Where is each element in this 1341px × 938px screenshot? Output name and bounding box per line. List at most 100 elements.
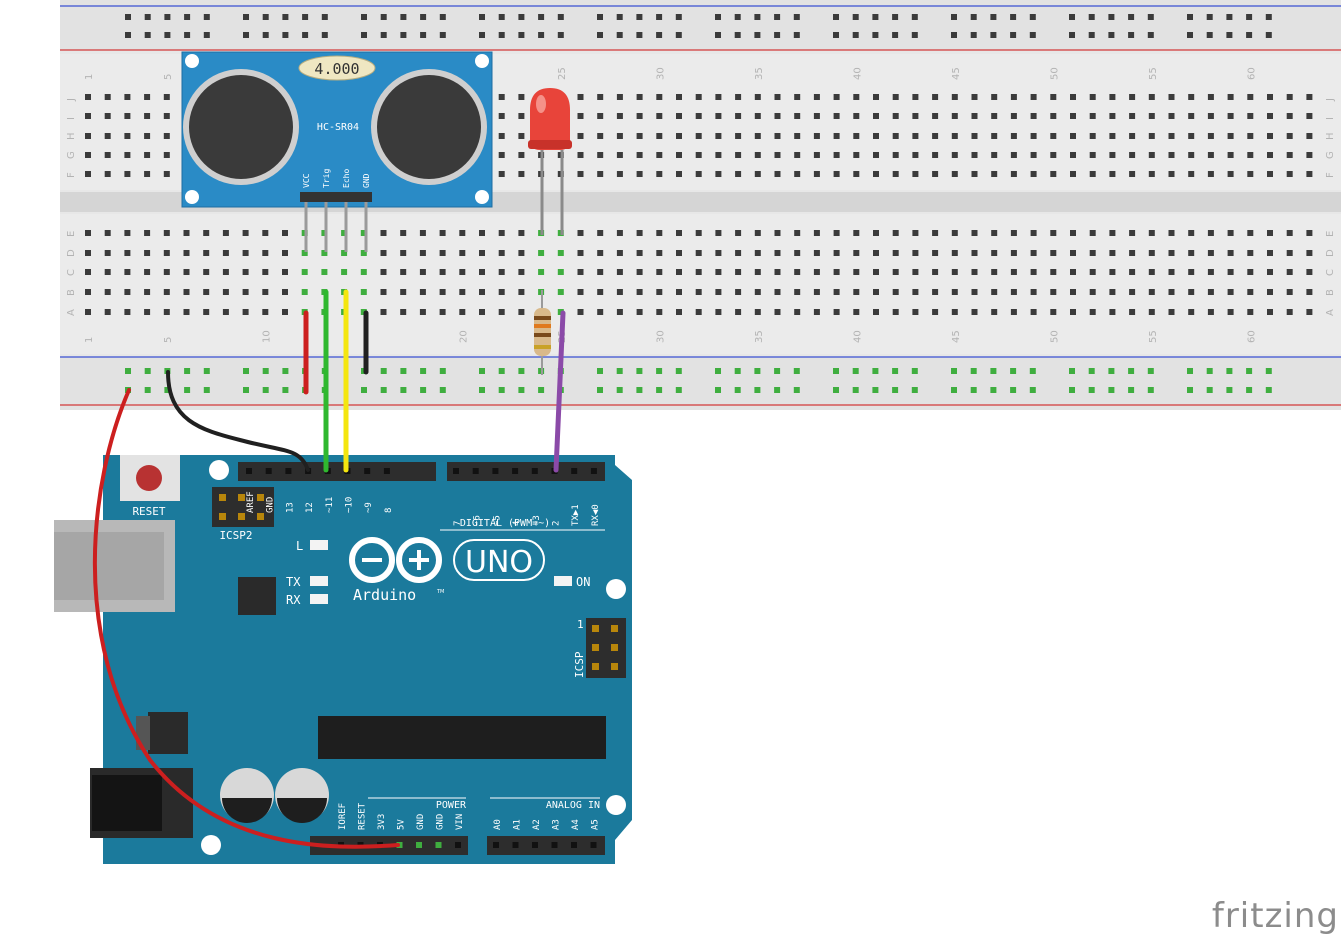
row-letter: B <box>1325 289 1336 296</box>
breadboard-hole <box>341 230 348 236</box>
rail-hole <box>715 387 721 393</box>
breadboard-hole <box>380 230 387 236</box>
breadboard-hole <box>912 152 919 158</box>
breadboard-hole <box>912 269 919 275</box>
breadboard-hole <box>951 309 958 315</box>
breadboard-hole <box>1188 269 1195 275</box>
rail-hole <box>1108 32 1115 38</box>
breadboard-hole <box>695 309 702 315</box>
led-highlight <box>536 95 546 113</box>
rail-hole <box>833 32 839 38</box>
breadboard-hole <box>104 133 111 139</box>
row-letter: E <box>66 231 77 237</box>
breadboard-hole <box>104 269 111 275</box>
rail-hole <box>1147 14 1154 20</box>
breadboard-hole <box>873 152 879 158</box>
breadboard-hole <box>636 133 643 139</box>
breadboard-hole <box>853 289 860 295</box>
rail-hole <box>243 32 249 38</box>
breadboard-hole <box>1286 133 1293 139</box>
breadboard-hole <box>498 230 505 236</box>
breadboard-hole <box>813 309 820 315</box>
breadboard-hole <box>459 250 466 256</box>
breadboard-hole <box>833 113 840 119</box>
column-number: 30 <box>655 330 666 343</box>
breadboard-hole <box>735 152 742 158</box>
voltage-regulator <box>148 712 188 754</box>
breadboard-hole <box>1010 230 1017 236</box>
sensor-pin-label: VCC <box>302 173 311 188</box>
breadboard-hole <box>1129 309 1136 315</box>
breadboard-hole <box>1070 250 1076 256</box>
analog-pin-label: A3 <box>552 819 562 830</box>
sensor-pin-label: Trig <box>322 169 331 188</box>
breadboard-hole <box>636 113 643 119</box>
breadboard-hole <box>459 289 466 295</box>
breadboard-hole <box>419 289 426 295</box>
breadboard-hole <box>577 289 584 295</box>
rail-hole <box>754 14 761 20</box>
analog-pin-label: A2 <box>532 819 542 830</box>
breadboard-hole <box>656 289 663 295</box>
breadboard-hole <box>1286 289 1293 295</box>
breadboard-hole <box>183 309 190 315</box>
capacitor-stripe <box>222 798 272 823</box>
breadboard-hole <box>124 269 131 275</box>
rail-hole <box>1069 368 1075 374</box>
breadboard-hole <box>656 94 663 100</box>
sensor-pin-header <box>300 192 372 202</box>
breadboard-hole <box>873 171 879 177</box>
breadboard-hole <box>1247 289 1254 295</box>
breadboard-hole <box>577 171 584 177</box>
breadboard-hole <box>656 171 663 177</box>
breadboard-hole <box>833 250 840 256</box>
breadboard-hole <box>360 230 367 236</box>
analog-pin-label: A0 <box>493 819 503 830</box>
transducer-left <box>189 75 293 179</box>
main-holes <box>85 94 1313 315</box>
rail-hole <box>852 368 859 374</box>
breadboard-hole <box>695 133 702 139</box>
breadboard-hole <box>124 309 131 315</box>
breadboard-hole <box>1247 309 1254 315</box>
breadboard-hole <box>85 133 91 139</box>
breadboard-hole <box>991 269 998 275</box>
breadboard-hole <box>1109 133 1116 139</box>
sensor-pin-labels: VCC Trig Echo GND <box>302 169 371 188</box>
breadboard-hole <box>1227 113 1234 119</box>
breadboard-hole <box>1129 289 1136 295</box>
sensor-pin-label: GND <box>362 173 371 188</box>
breadboard-hole <box>479 250 485 256</box>
breadboard-hole <box>616 309 623 315</box>
breadboard-hole <box>695 230 702 236</box>
breadboard-hole <box>656 230 663 236</box>
digital-label: DIGITAL (PWM=~) <box>460 518 550 529</box>
rail-hole <box>184 387 191 393</box>
column-number: 10 <box>261 330 272 343</box>
breadboard-hole <box>1010 94 1017 100</box>
bottom-power-rail <box>60 357 1341 410</box>
breadboard-hole <box>1188 230 1195 236</box>
digital-pin-label: 4 <box>512 521 522 526</box>
breadboard-hole <box>419 269 426 275</box>
breadboard-hole <box>892 171 899 177</box>
breadboard-hole <box>518 171 525 177</box>
breadboard-hole <box>1109 113 1116 119</box>
board-mount-hole <box>209 460 229 480</box>
breadboard-hole <box>1010 289 1017 295</box>
breadboard-hole <box>833 133 840 139</box>
sensor-pin-label: Echo <box>342 169 351 188</box>
breadboard-hole <box>616 289 623 295</box>
breadboard-hole <box>1267 289 1273 295</box>
icsp-pin1-label: 1 <box>577 618 584 631</box>
breadboard-hole <box>124 113 131 119</box>
icsp-pin <box>592 644 599 651</box>
rail-hole <box>656 14 663 20</box>
breadboard-hole <box>735 133 742 139</box>
rail-hole <box>1206 32 1213 38</box>
breadboard-hole <box>144 269 151 275</box>
rail-hole <box>774 14 781 20</box>
breadboard-hole <box>813 230 820 236</box>
rail-hole <box>282 32 289 38</box>
breadboard-hole <box>794 230 801 236</box>
